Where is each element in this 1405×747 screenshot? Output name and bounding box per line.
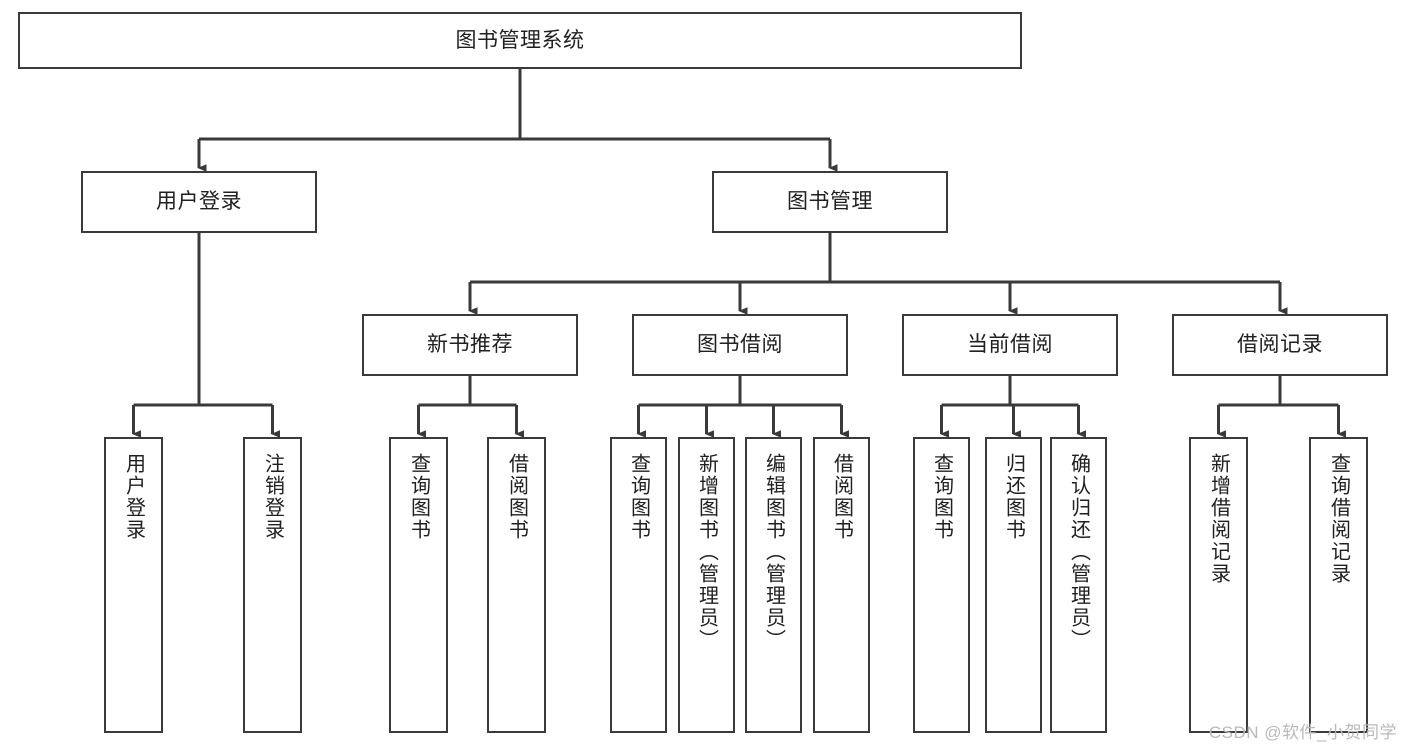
watermark-text: CSDN @软件_小贺同学 <box>1208 723 1397 742</box>
node-leaf-query-record[interactable]: 查询借阅记录 <box>1309 437 1368 733</box>
node-leaf-borrow-book[interactable]: 借阅图书 <box>813 437 870 733</box>
node-login[interactable]: 用户登录 <box>81 171 317 233</box>
node-label: 图书借阅 <box>697 333 783 357</box>
node-leaf-query-book-cur[interactable]: 查询图书 <box>913 437 970 733</box>
node-label: 新书推荐 <box>427 333 513 357</box>
node-records[interactable]: 借阅记录 <box>1172 314 1388 376</box>
node-label: 新增图书（管理员） <box>695 453 718 651</box>
node-label: 图书管理 <box>787 190 873 214</box>
node-label: 借阅图书 <box>830 453 853 541</box>
node-label: 查询图书 <box>407 453 430 541</box>
node-label: 借阅图书 <box>505 453 528 541</box>
node-label: 归还图书 <box>1002 453 1025 541</box>
node-label: 查询图书 <box>627 453 650 541</box>
node-leaf-add-book[interactable]: 新增图书（管理员） <box>678 437 735 733</box>
node-leaf-edit-book[interactable]: 编辑图书（管理员） <box>745 437 802 733</box>
node-label: 查询借阅记录 <box>1327 453 1350 585</box>
node-leaf-query-book[interactable]: 查询图书 <box>610 437 667 733</box>
node-label: 当前借阅 <box>967 333 1053 357</box>
node-leaf-add-record[interactable]: 新增借阅记录 <box>1189 437 1248 733</box>
node-current[interactable]: 当前借阅 <box>902 314 1118 376</box>
node-label: 注销登录 <box>261 453 284 541</box>
node-leaf-user-login[interactable]: 用户登录 <box>104 437 163 733</box>
node-label: 用户登录 <box>122 453 145 541</box>
node-leaf-confirm-return[interactable]: 确认归还（管理员） <box>1050 437 1107 733</box>
node-label: 借阅记录 <box>1237 333 1323 357</box>
node-label: 确认归还（管理员） <box>1067 453 1090 651</box>
node-label: 新增借阅记录 <box>1207 453 1230 585</box>
node-leaf-return-book[interactable]: 归还图书 <box>985 437 1042 733</box>
node-bookmgmt[interactable]: 图书管理 <box>712 171 948 233</box>
node-leaf-query-book-new[interactable]: 查询图书 <box>389 437 448 733</box>
node-label: 用户登录 <box>156 190 242 214</box>
node-leaf-user-logout[interactable]: 注销登录 <box>243 437 302 733</box>
node-label: 编辑图书（管理员） <box>762 453 785 651</box>
node-label: 查询图书 <box>930 453 953 541</box>
node-newbook[interactable]: 新书推荐 <box>362 314 578 376</box>
node-label: 图书管理系统 <box>455 28 585 52</box>
node-root[interactable]: 图书管理系统 <box>18 12 1022 69</box>
node-leaf-borrow-book-new[interactable]: 借阅图书 <box>487 437 546 733</box>
node-borrow[interactable]: 图书借阅 <box>632 314 848 376</box>
